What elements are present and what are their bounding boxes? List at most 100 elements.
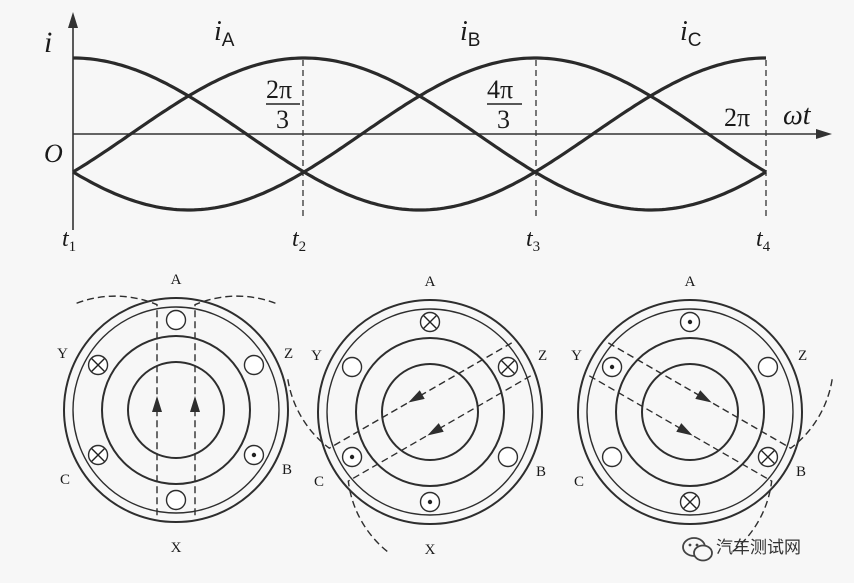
slot-c (601, 446, 623, 468)
slot-b (497, 446, 519, 468)
time-mark-t1: t1 (62, 226, 76, 255)
slot-a (165, 309, 187, 331)
label-ia-symbol: i (214, 16, 222, 47)
t-symbol: t (526, 226, 534, 252)
cross-icon (500, 360, 515, 374)
winding-label-top: A (425, 274, 436, 290)
phase-mark-num: 4π (487, 75, 513, 104)
time-mark-t4: t4 (756, 226, 771, 255)
cross-icon (91, 358, 106, 372)
winding-label-upper-right: Z (798, 348, 807, 364)
slot-x (165, 489, 187, 511)
label-ib: iB (460, 16, 480, 51)
phase-mark-den: 3 (497, 105, 510, 134)
flux-arrow (408, 390, 425, 403)
slot-circle (601, 446, 623, 468)
current-waveform-graph: i O ωt iA iB iC 2π 3 4π 3 2π t1 t2 t3 t4 (44, 12, 832, 255)
dot-icon (251, 452, 257, 458)
slot-z (757, 356, 779, 378)
cross-icon (91, 448, 106, 462)
watermark-text: 汽车测试网 (716, 538, 801, 558)
winding-label-bottom: X (425, 542, 436, 558)
rotor-outer-ring (615, 337, 765, 487)
dot-icon (349, 454, 355, 460)
flux-arrow (427, 423, 444, 436)
phase-mark-den: 3 (276, 105, 289, 134)
winding-label-lower-right: B (282, 462, 292, 478)
time-mark-t2: t2 (292, 226, 306, 255)
flux-paths (588, 342, 834, 555)
rotor-inner-ring (381, 363, 479, 461)
dot-icon (427, 499, 433, 505)
cross-icon (683, 495, 697, 509)
winding-label-lower-right: B (796, 464, 806, 480)
winding-label-bottom: X (171, 540, 182, 556)
label-ia: iA (214, 16, 235, 51)
winding-label-lower-left: C (574, 474, 584, 490)
flux-line (347, 375, 532, 555)
slot-a (419, 311, 441, 333)
t-symbol: t (292, 226, 300, 252)
phase-mark-4pi-3: 4π 3 (487, 75, 522, 134)
winding-label-upper-right: Z (538, 348, 547, 364)
time-mark-t3: t3 (526, 226, 540, 255)
slot-b (243, 444, 265, 466)
y-axis-arrow (68, 12, 78, 28)
flux-line (194, 295, 280, 516)
slot-z (497, 356, 519, 378)
rotor-outer-ring (355, 337, 505, 487)
slot-c (341, 446, 363, 468)
t-symbol: t (756, 226, 764, 252)
winding-label-lower-right: B (536, 464, 546, 480)
slot-circle (243, 354, 265, 376)
slot-circle (757, 356, 779, 378)
slot-y (601, 356, 623, 378)
x-axis-label: ωt (783, 100, 812, 131)
slot-c (87, 444, 109, 466)
slot-circle (165, 309, 187, 331)
rotor-inner-ring (641, 363, 739, 461)
t-symbol: t (62, 226, 70, 252)
winding-label-upper-right: Z (284, 346, 293, 362)
slot-y (341, 356, 363, 378)
flux-line (286, 342, 513, 450)
stator-inner-ring (586, 308, 794, 516)
winding-label-top: A (171, 272, 182, 288)
stator-inner-ring (72, 306, 280, 514)
dot-icon (609, 364, 615, 370)
phase-mark-2pi: 2π (724, 103, 750, 132)
flux-paths (72, 295, 280, 516)
wechat-icon (682, 537, 713, 562)
phase-mark-2pi-3: 2π 3 (266, 75, 300, 134)
label-ic: iC (680, 16, 702, 51)
slot-b (757, 446, 779, 468)
flux-arrow (676, 423, 693, 436)
slot-y (87, 354, 109, 376)
t-sub: 3 (533, 239, 541, 255)
watermark: 汽车测试网 (682, 537, 801, 562)
cross-icon (423, 315, 437, 329)
label-ib-sub: B (468, 30, 481, 51)
phase-mark-num: 2π (266, 75, 292, 104)
flux-arrow (190, 396, 200, 412)
cross-icon (760, 450, 775, 464)
flux-line (588, 375, 773, 555)
t-sub: 1 (69, 239, 77, 255)
slot-z (243, 354, 265, 376)
stator-inner-ring (326, 308, 534, 516)
slot-circle (497, 446, 519, 468)
stator-outer-ring (63, 297, 289, 523)
origin-label: O (44, 139, 63, 168)
flux-paths (286, 342, 532, 555)
slot-circle (341, 356, 363, 378)
y-axis-label: i (44, 26, 52, 59)
label-ic-sub: C (688, 30, 702, 51)
rotor-outer-ring (101, 335, 251, 485)
slot-x (679, 491, 701, 513)
winding-label-upper-left: Y (571, 348, 582, 364)
slot-a (679, 311, 701, 333)
